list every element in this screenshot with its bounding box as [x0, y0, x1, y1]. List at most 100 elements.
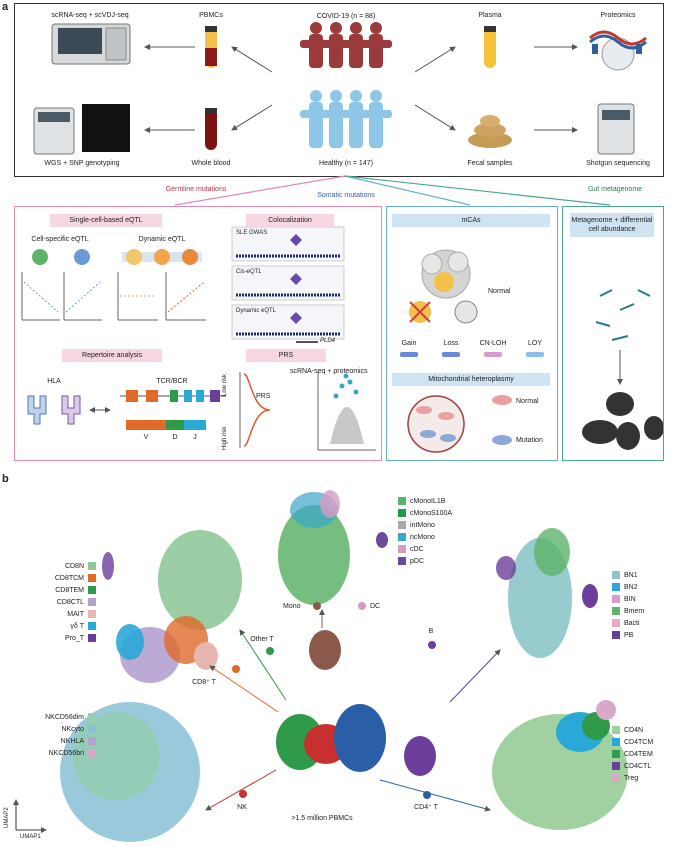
legend-item: pDC	[398, 557, 424, 566]
legend-label: CD8TEM	[55, 587, 84, 594]
legend-label: γδ T	[70, 623, 84, 630]
legend-item: BN1	[612, 571, 638, 580]
pbmc-label: PBMCs	[199, 12, 223, 19]
legend-swatch	[612, 738, 620, 747]
b-branch-label: B	[428, 628, 434, 635]
b-umap	[496, 528, 598, 658]
legend-item: CD4N	[612, 726, 643, 735]
normal-label: Normal	[488, 288, 511, 295]
dynamic-label: Dynamic eQTL	[138, 236, 186, 243]
legend-label: CD4TCM	[624, 739, 654, 746]
legend-item: Bacti	[612, 619, 640, 628]
legend-item: BN2	[612, 583, 638, 592]
legend-label: Pro_T	[64, 635, 84, 642]
panel-b-letter: b	[2, 473, 9, 485]
covid-patients-icon	[300, 22, 392, 68]
legend-item: Pro_T	[65, 634, 96, 643]
legend-label: NKHLA	[60, 738, 84, 745]
mono-branch-label: Mono	[283, 603, 301, 610]
legend-swatch	[612, 619, 620, 628]
dynamic-eqtl-label: Dynamic eQTL	[236, 308, 277, 314]
legend-label: MAIT	[67, 611, 84, 618]
legend-item: ncMono	[398, 533, 435, 542]
legend-label: CD8N	[64, 563, 84, 570]
plasma-tube-icon	[484, 26, 496, 68]
healthy-donors-icon	[300, 90, 392, 148]
legend-item: intMono	[398, 521, 435, 530]
colocalization-plots	[231, 226, 345, 343]
umap1-axis-label: UMAP1	[20, 834, 41, 840]
nk-umap	[60, 702, 200, 842]
mcas-diagram	[400, 249, 544, 357]
legend-label: NKCD56dim	[45, 714, 84, 721]
prs-diagram	[239, 372, 376, 451]
legend-item: Treg	[612, 774, 638, 783]
hla-label: HLA	[47, 378, 61, 385]
legend-swatch	[398, 497, 406, 506]
legend-label: CD4TEM	[624, 751, 653, 758]
legend-item: CD4TCM	[612, 738, 653, 747]
center-label: >1.5 million PBMCs	[291, 815, 353, 822]
legend-swatch	[88, 586, 96, 595]
proteomics-icon	[589, 30, 647, 71]
legend-swatch	[612, 595, 620, 604]
cd4-umap	[492, 700, 628, 830]
cis-eqtl-label: Cis-eQTL	[236, 269, 262, 275]
single-cell-eqtl-title: Single-cell-based eQTL	[50, 214, 162, 227]
legend-swatch	[612, 571, 620, 580]
wgs-label: WGS + SNP genotyping	[44, 160, 120, 167]
metagenome-diagram	[582, 289, 664, 450]
legend-swatch	[88, 598, 96, 607]
legend-item: NKHLA	[61, 737, 96, 746]
mitochondria-diagram	[407, 395, 512, 453]
legend-item: CD8TCM	[55, 574, 96, 583]
legend-label: ncMono	[410, 534, 435, 541]
panel-a-graphics	[21, 22, 664, 453]
legend-item: MAIT	[67, 610, 96, 619]
metagenome-title: Metagenome + differential cell abundance	[570, 213, 654, 237]
mito-title: Mitochondrial heteroplasmy	[392, 373, 550, 386]
umap2-axis-label: UMAP2	[4, 807, 10, 828]
scrna-label: scRNA-seq + scVDJ-seq	[51, 12, 129, 19]
wgs-machine-icon	[33, 107, 75, 155]
legend-item: CD8CTL	[57, 598, 96, 607]
legend-item: CD4TEM	[612, 750, 653, 759]
legend-item: cMonoIL1B	[398, 497, 445, 506]
low-risk-label: Low risk	[222, 373, 228, 396]
shotgun-sequencer-icon	[597, 103, 635, 155]
somatic-branch-label: Somatic mutations	[317, 192, 375, 199]
legend-swatch	[88, 737, 96, 746]
cell-specific-label: Cell-specific eQTL	[31, 236, 89, 243]
legend-swatch	[612, 750, 620, 759]
legend-swatch	[398, 557, 406, 566]
legend-swatch	[88, 634, 96, 643]
cd8t-branch-label: CD8⁺ T	[192, 679, 216, 686]
mono-dc-umap	[278, 490, 388, 605]
whole-blood-label: Whole blood	[191, 160, 231, 167]
legend-swatch	[398, 521, 406, 530]
legend-swatch	[398, 545, 406, 554]
legend-item: CD8N	[65, 562, 96, 571]
legend-label: Treg	[624, 775, 639, 782]
fecal-sample-icon	[468, 115, 512, 148]
umap-graphics	[13, 490, 628, 842]
legend-label: cMonoS100A	[410, 510, 453, 517]
legend-label: CD8CTL	[56, 599, 84, 606]
legend-label: BIN	[624, 596, 636, 603]
legend-label: NKCD56bri	[48, 750, 84, 757]
legend-swatch	[88, 562, 96, 571]
proteomics-label: Proteomics	[600, 12, 636, 19]
repertoire-title: Repertoire analysis	[62, 349, 162, 362]
prs-curve-label: PRS	[256, 393, 271, 400]
single-cell-eqtl-diagram	[21, 249, 206, 321]
legend-item: CD4CTL	[612, 762, 651, 771]
prs-title: PRS	[246, 349, 326, 362]
high-risk-label: High risk	[222, 426, 228, 450]
legend-swatch	[88, 713, 96, 722]
cd4t-branch-label: CD4⁺ T	[414, 804, 438, 811]
legend-label: Bacti	[624, 620, 640, 627]
legend-swatch	[88, 725, 96, 734]
legend-swatch	[612, 762, 620, 771]
legend-label: CD4N	[624, 727, 644, 734]
plasma-label: Plasma	[478, 12, 502, 19]
